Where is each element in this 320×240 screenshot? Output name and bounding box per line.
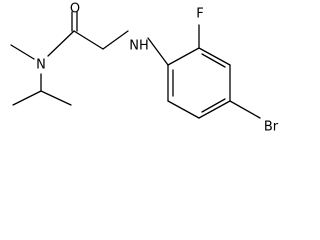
ring-bond-2 xyxy=(198,47,231,66)
amine-nh-label: NH xyxy=(129,39,149,54)
isopropyl-methyl-left xyxy=(12,90,42,106)
amide-nitrogen-label: N xyxy=(36,58,46,73)
bonds xyxy=(10,11,261,119)
fluorine-label: F xyxy=(196,7,203,22)
ch2-nh-bond xyxy=(102,30,129,50)
oxygen-label: O xyxy=(70,2,80,17)
ring-bond-5 xyxy=(167,100,200,119)
c-br-bond xyxy=(229,100,261,119)
ring-bond-4 xyxy=(198,100,231,119)
ring-double-bond-2 xyxy=(201,53,226,68)
ring-double-bond-3 xyxy=(201,98,226,113)
n-methyl-bond xyxy=(10,44,35,60)
ring-bond-1 xyxy=(167,47,200,66)
nh-ring-bond xyxy=(147,37,169,66)
carbonyl-ch2-bond xyxy=(73,30,104,50)
atom-labels: O N NH F Br xyxy=(36,2,279,135)
isopropyl-methyl-right xyxy=(40,90,72,106)
amide-c-n-bond xyxy=(47,30,75,57)
bromine-label: Br xyxy=(264,120,279,135)
structure-diagram: O N NH F Br xyxy=(10,2,279,135)
